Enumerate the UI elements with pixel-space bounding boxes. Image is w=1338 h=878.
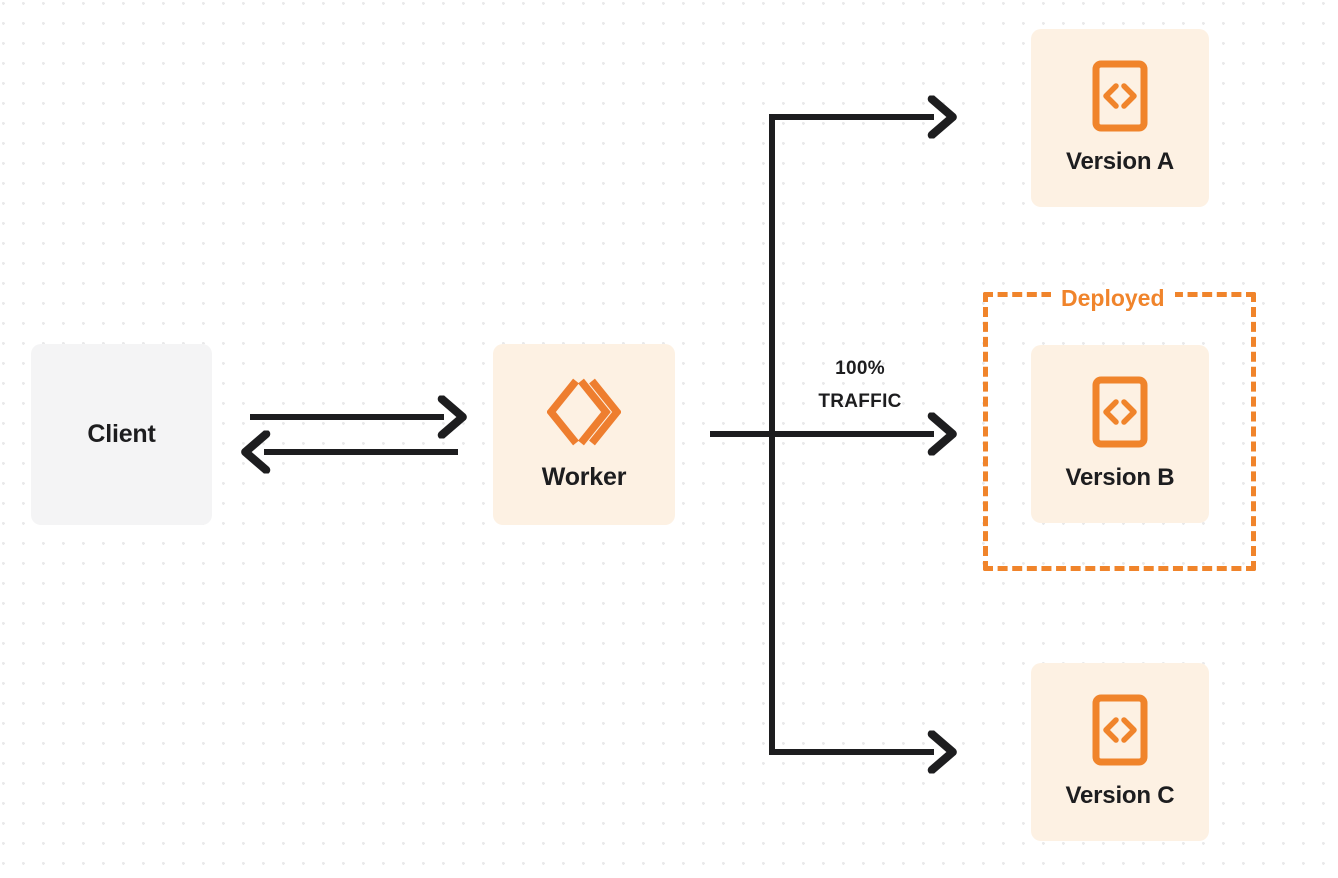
traffic-percent: 100%	[835, 358, 885, 379]
version-c-label: Version C	[1065, 782, 1175, 809]
node-version-c[interactable]: Version C	[1031, 663, 1209, 841]
client-label: Client	[87, 420, 156, 448]
worker-label: Worker	[541, 463, 627, 491]
version-b-label: Version B	[1065, 464, 1175, 491]
traffic-label: 100% TRAFFIC	[789, 352, 931, 418]
traffic-unit: TRAFFIC	[818, 391, 902, 412]
code-file-icon	[1092, 376, 1148, 448]
node-version-a[interactable]: Version A	[1031, 29, 1209, 207]
node-client[interactable]: Client	[31, 344, 212, 525]
code-file-icon	[1092, 60, 1148, 132]
node-worker[interactable]: Worker	[493, 344, 675, 525]
deployed-group-label: Deployed	[1051, 285, 1175, 311]
node-version-b[interactable]: Version B	[1031, 345, 1209, 523]
cloudflare-workers-logo-icon	[547, 377, 621, 447]
code-file-icon	[1092, 694, 1148, 766]
version-a-label: Version A	[1065, 148, 1175, 175]
